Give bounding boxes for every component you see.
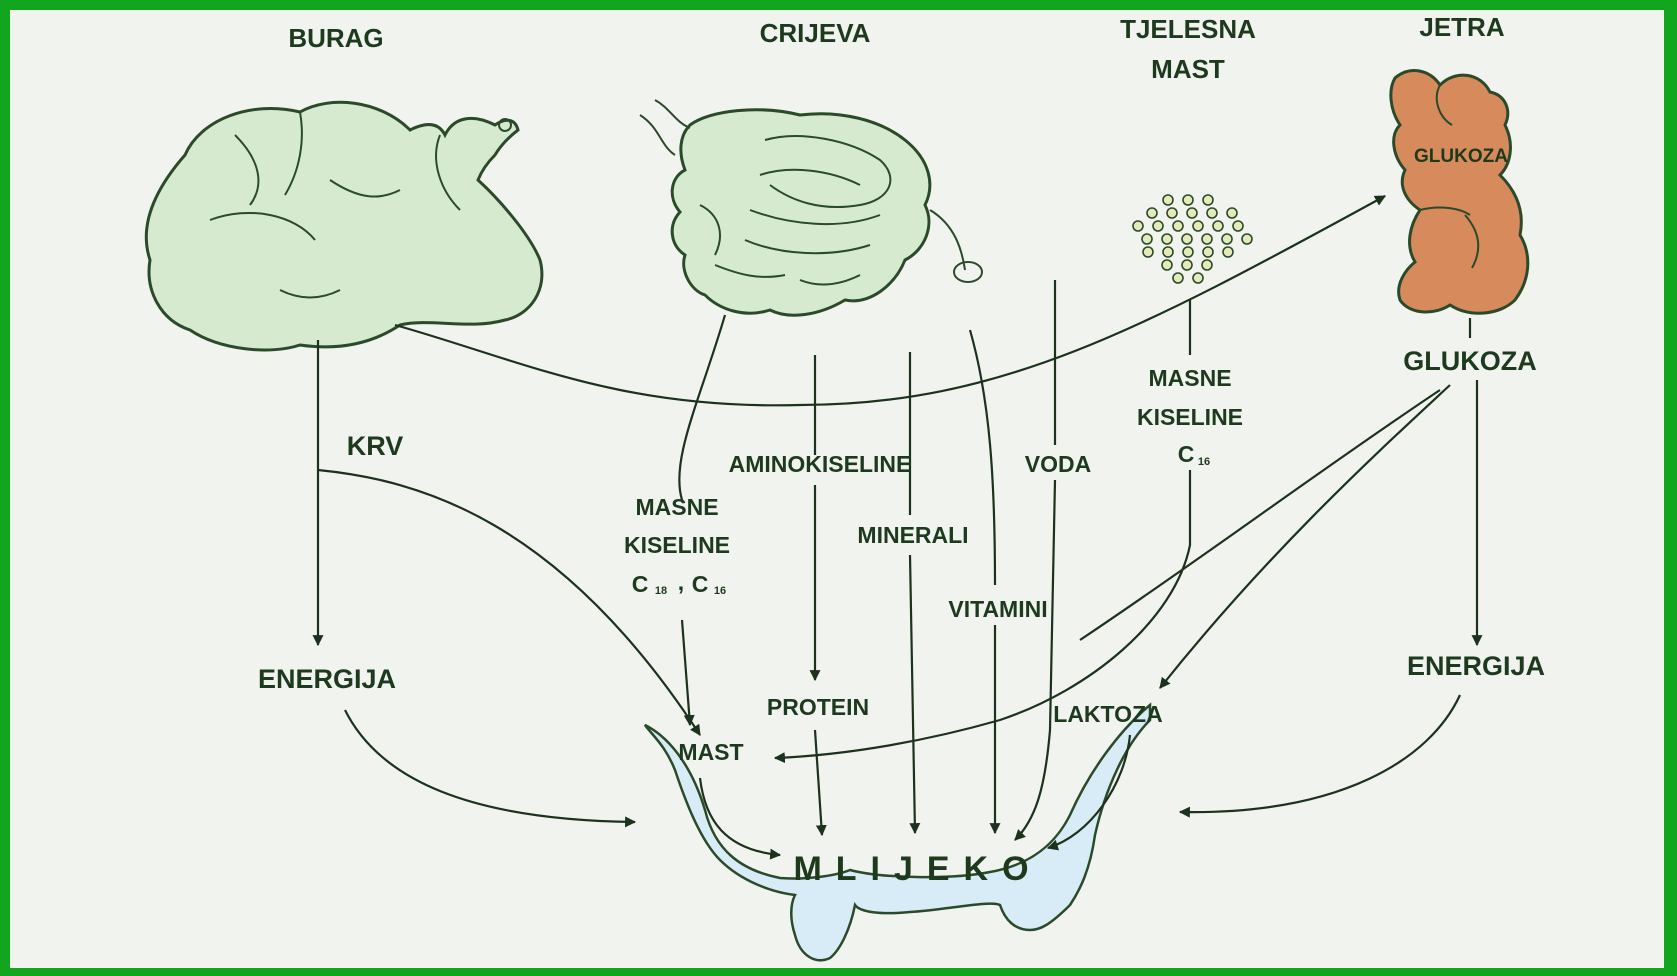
fat-droplet — [1133, 221, 1143, 231]
minerals-label: MINERALI — [857, 522, 968, 548]
rumen-icon — [146, 102, 542, 350]
fatty-acids-gut-line2: KISELINE — [624, 532, 730, 558]
arrow-minerals-milk — [910, 352, 915, 833]
fat-droplet — [1147, 208, 1157, 218]
liver-inner-label: GLUKOZA — [1414, 146, 1508, 167]
fat-droplet — [1203, 247, 1213, 257]
arrow-glucose-fat — [1080, 390, 1440, 640]
fat-droplet — [1187, 208, 1197, 218]
fat-droplet — [1222, 234, 1232, 244]
fatty-acids-body-line2: KISELINE — [1137, 404, 1243, 430]
fatty-acids-body-line1: MASNE — [1148, 365, 1231, 391]
svg-text:C: C — [1178, 441, 1195, 467]
fat-droplet — [1223, 247, 1233, 257]
fat-droplet — [1207, 208, 1217, 218]
fat-droplet — [1173, 273, 1183, 283]
liver-label: JETRA — [1419, 12, 1504, 42]
fatty-acids-gut-line1: MASNE — [635, 494, 718, 520]
fat-label: MAST — [678, 739, 743, 765]
svg-text:C: C — [632, 571, 649, 597]
arrow-water-milk — [1015, 280, 1055, 840]
protein-label: PROTEIN — [767, 694, 869, 720]
fat-droplet — [1193, 273, 1203, 283]
fat-droplet — [1182, 234, 1192, 244]
liver-icon — [1391, 71, 1528, 314]
milk-synthesis-diagram: GLUKOZA BURAG CRIJEVA TJELESNA MAST JETR… — [10, 10, 1664, 968]
blood-label: KRV — [347, 431, 404, 461]
water-label: VODA — [1025, 451, 1091, 477]
fat-droplet — [1142, 234, 1152, 244]
amino-acids-label: AMINOKISELINE — [729, 451, 912, 477]
fat-droplet — [1167, 208, 1177, 218]
fat-droplet — [1202, 234, 1212, 244]
fat-droplet — [1163, 247, 1173, 257]
arrow-fatty-acids-fat — [679, 315, 725, 725]
arrow-vitamins-milk — [970, 330, 995, 833]
glucose-label: GLUKOZA — [1403, 346, 1536, 376]
arrow-protein-milk — [815, 730, 822, 835]
fat-droplet — [1242, 234, 1252, 244]
fat-droplet — [1173, 221, 1183, 231]
lactose-label: LAKTOZA — [1053, 701, 1162, 727]
fat-droplet — [1233, 221, 1243, 231]
fat-droplet — [1203, 195, 1213, 205]
svg-text:16: 16 — [714, 585, 726, 597]
intestines-icon — [640, 100, 982, 315]
fat-droplet — [1162, 260, 1172, 270]
svg-text:C: C — [692, 571, 709, 597]
intestines-label: CRIJEVA — [760, 18, 871, 48]
fat-droplet — [1213, 221, 1223, 231]
fatty-acids-gut-formula: C 18 , C 16 — [632, 569, 726, 597]
vitamins-label: VITAMINI — [948, 596, 1047, 622]
fat-droplet — [1202, 260, 1212, 270]
body-fat-label-line2: MAST — [1151, 54, 1225, 84]
fat-droplets-icon — [1133, 195, 1252, 283]
fat-droplet — [1182, 260, 1192, 270]
energy-right-label: ENERGIJA — [1407, 651, 1545, 681]
arrow-energy-milk — [345, 710, 635, 822]
fat-droplet — [1143, 247, 1153, 257]
fat-droplet — [1162, 234, 1172, 244]
svg-text:16: 16 — [1198, 456, 1210, 468]
fat-droplet — [1183, 195, 1193, 205]
arrow-glucose-lactose — [1160, 385, 1450, 688]
rumen-label: BURAG — [288, 23, 383, 53]
body-fat-label-line1: TJELESNA — [1120, 14, 1256, 44]
fat-droplet — [1183, 247, 1193, 257]
arrow-bodyfat-fat — [775, 300, 1190, 758]
diagram-frame: GLUKOZA BURAG CRIJEVA TJELESNA MAST JETR… — [10, 10, 1664, 968]
arrow-energy-right-milk — [1180, 695, 1460, 812]
fat-droplet — [1227, 208, 1237, 218]
energy-left-label: ENERGIJA — [258, 664, 396, 694]
milk-label: MLIJEKO — [793, 850, 1042, 888]
svg-text:,: , — [678, 569, 684, 595]
fat-droplet — [1153, 221, 1163, 231]
fat-droplet — [1163, 195, 1173, 205]
svg-text:18: 18 — [655, 585, 667, 597]
fat-droplet — [1193, 221, 1203, 231]
fatty-acids-body-formula: C 16 — [1178, 441, 1210, 468]
